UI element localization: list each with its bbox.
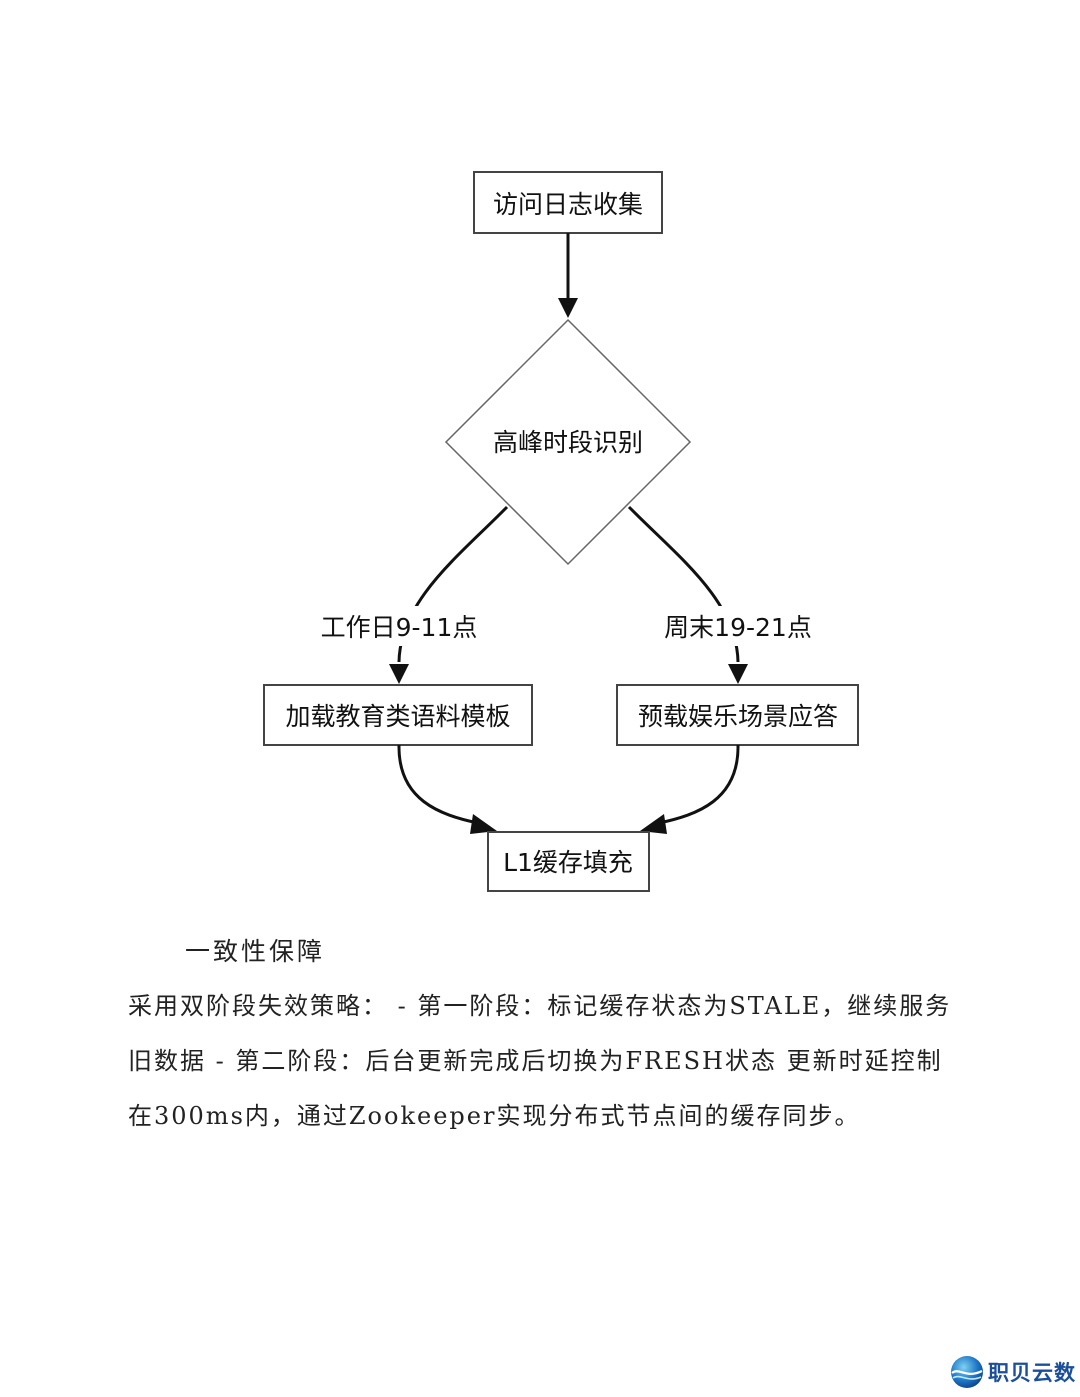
flowchart: 访问日志收集 高峰时段识别 工作日9-11点 周末19-21点 加载教育类语料模… bbox=[263, 171, 859, 892]
arrowhead-fill-right bbox=[640, 814, 667, 834]
section-heading: 一致性保障 bbox=[185, 937, 326, 966]
node-preload-entertainment-label: 预载娱乐场景应答 bbox=[638, 702, 838, 731]
body-paragraph: 采用双阶段失效策略： - 第一阶段：标记缓存状态为STALE，继续服务旧数据 -… bbox=[128, 992, 952, 1130]
node-log-collection: 访问日志收集 bbox=[473, 171, 663, 234]
node-preload-entertainment: 预载娱乐场景应答 bbox=[616, 684, 859, 746]
node-peak-identification: 高峰时段识别 bbox=[444, 318, 692, 566]
brand-name: 职贝云数 bbox=[988, 1361, 1076, 1385]
arrowhead-edu bbox=[389, 664, 409, 684]
edge-label-bg-weekday bbox=[312, 606, 486, 646]
arrowhead-identify bbox=[558, 298, 578, 318]
edge-label-weekday: 工作日9-11点 bbox=[321, 613, 478, 642]
edge-edu-to-fill bbox=[397, 744, 479, 825]
node-load-edu-templates: 加载教育类语料模板 bbox=[263, 684, 533, 746]
edge-label-weekend: 周末19-21点 bbox=[664, 613, 812, 642]
node-l1-cache-fill: L1缓存填充 bbox=[487, 831, 650, 892]
edge-ent-to-fill bbox=[658, 744, 740, 825]
node-l1-cache-fill-label: L1缓存填充 bbox=[503, 848, 633, 877]
arrowhead-fill-left bbox=[470, 814, 497, 834]
node-peak-identification-label: 高峰时段识别 bbox=[493, 428, 643, 457]
brand-watermark: 职贝云数 bbox=[950, 1355, 1076, 1389]
edge-label-bg-weekend bbox=[655, 606, 821, 646]
node-log-collection-label: 访问日志收集 bbox=[493, 190, 643, 219]
arrowhead-ent bbox=[728, 664, 748, 684]
blue-globe-wave-icon bbox=[951, 1356, 983, 1388]
node-load-edu-templates-label: 加载教育类语料模板 bbox=[285, 702, 510, 731]
